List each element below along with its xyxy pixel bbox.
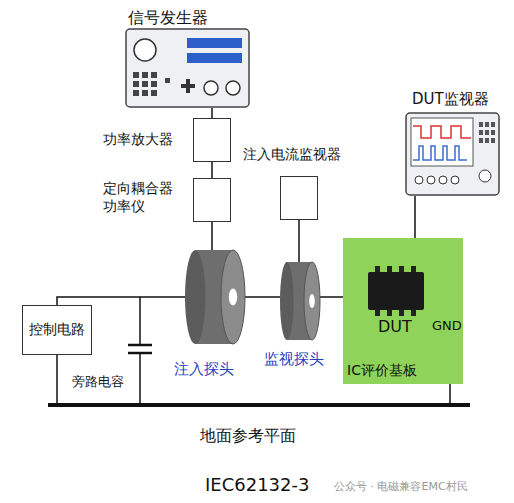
dpad <box>181 79 195 93</box>
button <box>133 90 139 96</box>
node-label: 控制电路 <box>29 321 85 339</box>
ground-wire <box>56 355 58 405</box>
button <box>151 81 157 87</box>
button <box>151 72 157 78</box>
node-label: DUT <box>378 317 412 337</box>
scope-case <box>406 113 499 195</box>
probe-hole <box>309 294 315 308</box>
knob <box>415 176 423 184</box>
button <box>142 72 148 78</box>
node-label: IC评价基板 <box>347 362 417 380</box>
figure-caption: IEC62132-3 <box>205 474 309 497</box>
knob <box>204 81 218 95</box>
ground-plane <box>48 403 470 407</box>
button <box>485 122 489 127</box>
annotation-label: GND <box>432 318 462 334</box>
capacitor-wire <box>139 353 141 405</box>
scope-screen <box>411 118 473 166</box>
chip-node: DUT <box>364 262 430 338</box>
instrument-box <box>193 178 231 222</box>
probe-hole <box>229 289 237 306</box>
node-label: 注入电流监视器 <box>243 146 341 164</box>
connector-wire <box>245 296 280 298</box>
button <box>485 130 489 135</box>
gen-illustration <box>125 28 250 108</box>
knob <box>451 176 459 184</box>
annotation-label: 地面参考平面 <box>200 426 296 446</box>
box-node: 功率放大器 <box>100 116 234 164</box>
chip-pin <box>387 266 392 273</box>
chip-body <box>368 272 424 310</box>
button <box>479 130 483 135</box>
box-node: 定向耦合器 功率仪 <box>100 176 234 224</box>
scope-node: DUT监视器 <box>400 88 508 198</box>
probe-side <box>185 250 205 344</box>
button <box>491 130 495 135</box>
torus-illustration <box>185 250 245 344</box>
torus-node: 监视探头 <box>258 260 342 378</box>
torus-illustration <box>280 262 320 340</box>
chip-pin <box>399 266 404 273</box>
node-label: 信号发生器 <box>128 8 208 28</box>
node-label: 定向耦合器 功率仪 <box>103 180 181 215</box>
display-bar <box>187 53 242 63</box>
connector-wire <box>211 108 213 118</box>
chip-pin <box>387 309 392 316</box>
chip-pin <box>399 309 404 316</box>
knob <box>226 81 240 95</box>
button <box>485 138 489 143</box>
knob <box>439 176 447 184</box>
node-label: 注入探头 <box>174 360 234 379</box>
node-label: DUT监视器 <box>412 90 489 109</box>
button <box>142 81 148 87</box>
node-label: 功率放大器 <box>103 131 173 149</box>
box-node: 注入电流监视器 <box>240 144 360 222</box>
knob <box>134 39 156 61</box>
scope-illustration <box>405 112 500 196</box>
display-bar <box>187 38 242 48</box>
ground-wire <box>449 384 451 405</box>
chip-pin <box>375 309 380 316</box>
chip-pin <box>375 266 380 273</box>
button <box>479 122 483 127</box>
gen-node: 信号发生器 <box>118 6 258 110</box>
process-box: 控制电路 <box>22 305 92 355</box>
probe-face <box>304 262 320 340</box>
button <box>142 90 148 96</box>
chip-pin <box>411 266 416 273</box>
button <box>479 138 483 143</box>
node-label: 监视探头 <box>264 350 324 369</box>
knob <box>427 176 435 184</box>
button <box>165 78 170 83</box>
capacitor-wire <box>139 297 141 345</box>
chip-illustration <box>368 266 424 316</box>
knob <box>479 170 491 182</box>
connector-wire <box>211 162 213 178</box>
instrument-case <box>126 29 249 107</box>
torus-node: 注入探头 <box>170 248 250 388</box>
waveform <box>413 126 471 138</box>
probe-side <box>280 262 294 340</box>
chip-pin <box>411 309 416 316</box>
connector-wire <box>211 222 213 250</box>
button <box>151 90 157 96</box>
connector-wire <box>298 220 300 262</box>
watermark: 公众号 · 电磁兼容EMC村民 <box>334 480 468 494</box>
connector-wire <box>57 297 185 305</box>
button <box>491 122 495 127</box>
evaluation-board: IC评价基板 DUT <box>343 238 463 384</box>
button <box>133 81 139 87</box>
instrument-box <box>193 118 231 162</box>
probe-face <box>221 250 245 344</box>
annotation-label: 旁路电容 <box>72 374 124 390</box>
waveform <box>413 146 467 160</box>
capacitor-plate <box>128 344 152 347</box>
button <box>491 138 495 143</box>
button <box>133 72 139 78</box>
instrument-box <box>280 176 318 220</box>
